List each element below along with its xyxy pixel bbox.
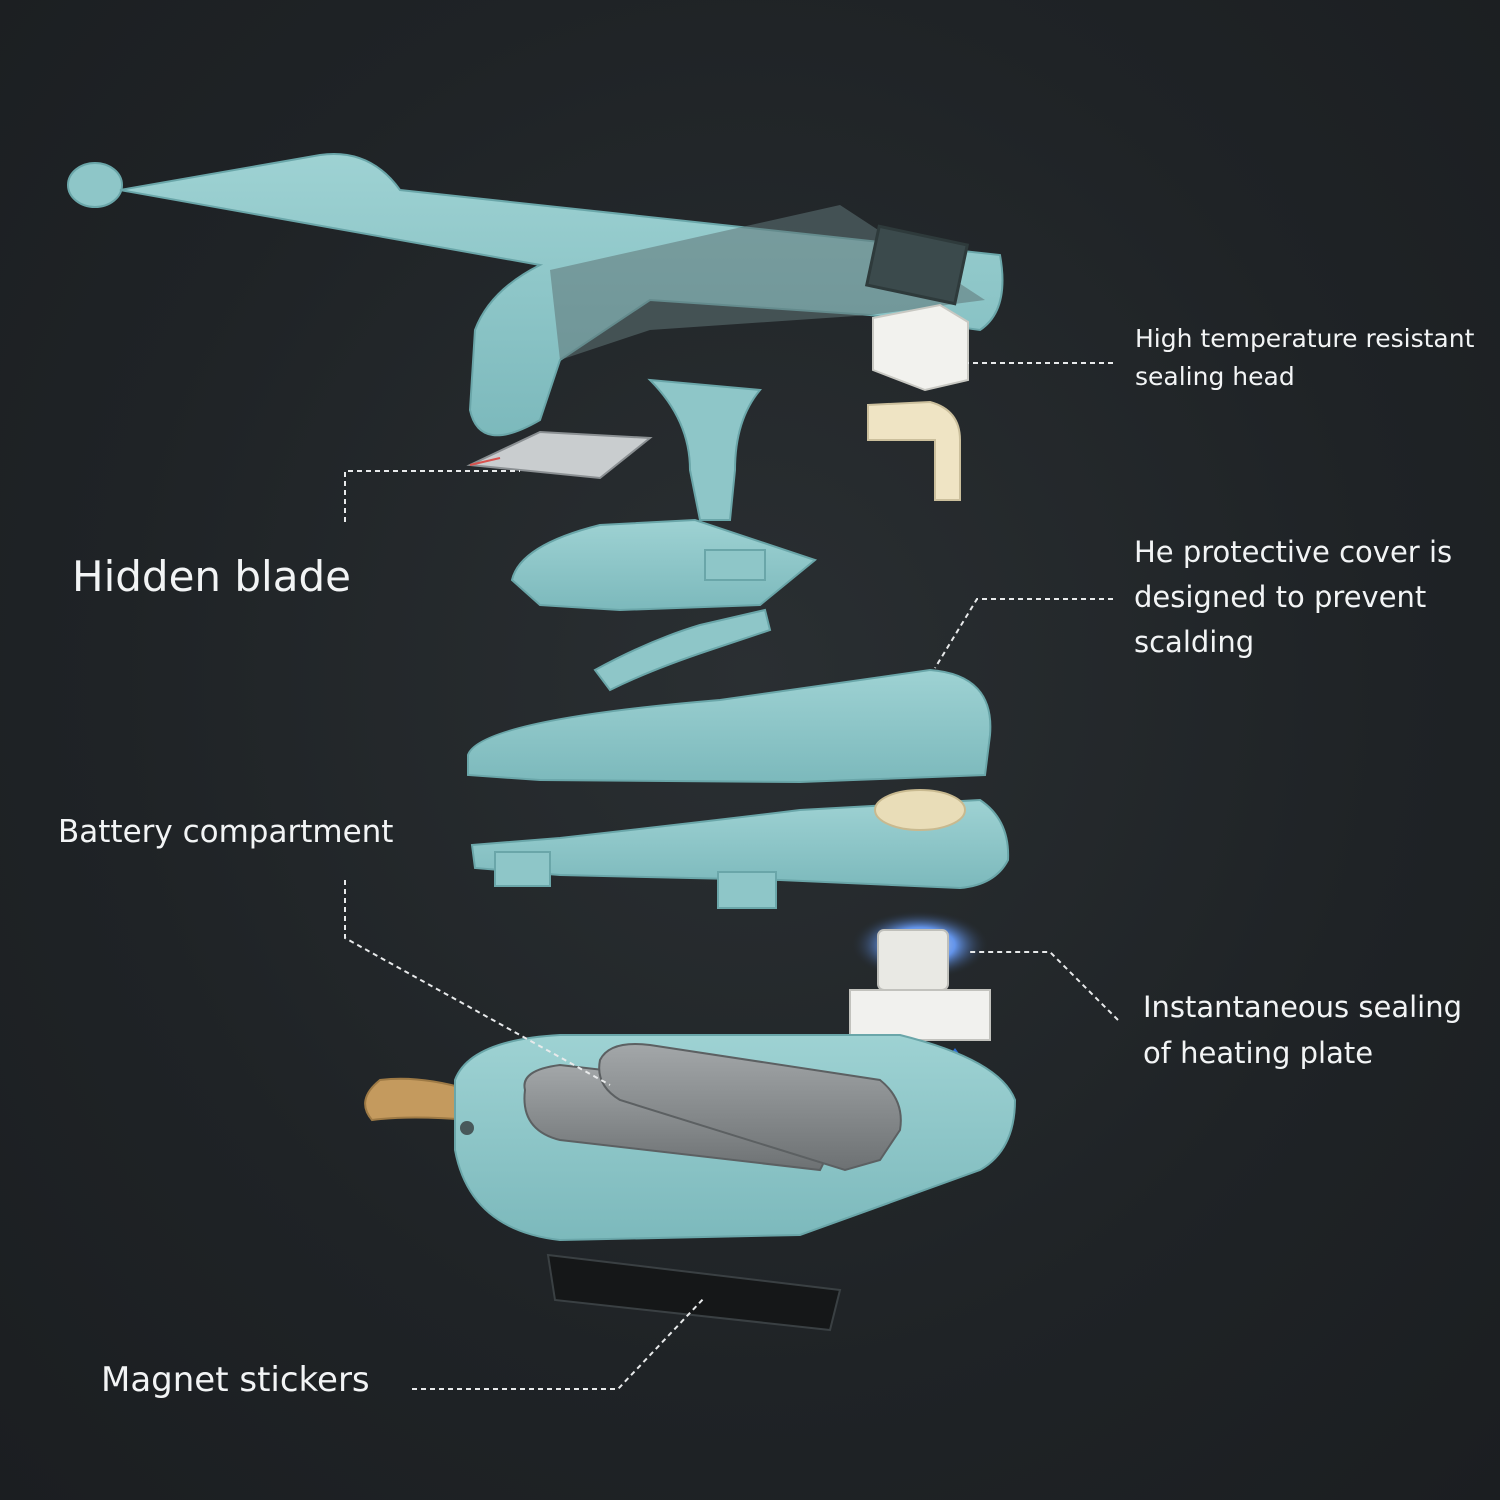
leader-hidden-blade: [344, 470, 520, 522]
label-heating-plate: Instantaneous sealing of heating plate: [1143, 984, 1462, 1076]
label-protective-cover: He protective cover is designed to preve…: [1134, 530, 1452, 665]
battery-lid: [470, 789, 1010, 909]
blade-carrier: [510, 518, 818, 692]
battery-lid-button: [874, 789, 966, 831]
label-battery-compartment: Battery compartment: [58, 814, 393, 850]
leader-battery: [344, 880, 611, 1086]
upper-housing-slot: [864, 224, 970, 306]
label-hidden-blade-text: Hidden blade: [72, 552, 351, 601]
strap: [364, 1077, 471, 1122]
label-sealing-head-line-1: High temperature resistant: [1135, 324, 1475, 353]
label-protective-cover-line-1: He protective cover is: [1134, 535, 1453, 569]
blade-carrier-clip: [704, 549, 766, 581]
upper-housing-neck: [647, 378, 762, 521]
upper-housing: [67, 153, 1004, 521]
sealing-head-tape: [867, 400, 961, 501]
label-heating-plate-line-2: of heating plate: [1143, 1036, 1374, 1070]
housing-hinge: [460, 1121, 474, 1135]
magnet-sticker: [546, 1253, 842, 1332]
label-magnet-stickers: Magnet stickers: [101, 1360, 370, 1400]
sealing-head-parts: [867, 303, 969, 501]
heating-base: [849, 989, 991, 1041]
label-heating-plate-line-1: Instantaneous sealing: [1143, 990, 1462, 1024]
blade-carrier-plate: [510, 518, 818, 612]
label-magnet-stickers-text: Magnet stickers: [101, 1360, 370, 1400]
battery-right: [598, 1043, 902, 1172]
label-protective-cover-line-3: scalding: [1134, 625, 1255, 659]
protective-cover: [467, 668, 992, 784]
label-battery-compartment-text: Battery compartment: [58, 814, 394, 850]
bottom-housing: [364, 1034, 1017, 1332]
top-knob: [67, 162, 123, 208]
heating-element: [849, 910, 991, 1128]
leader-protective-cover: [934, 598, 1113, 669]
leader-magnet: [412, 1296, 706, 1390]
battery-lid-tab-left: [494, 851, 551, 887]
battery-lid-body: [470, 798, 1010, 890]
label-sealing-head-line-2: sealing head: [1135, 362, 1295, 391]
heating-head: [877, 929, 949, 991]
battery-lid-tab-right: [717, 871, 777, 909]
blade-carrier-hook: [593, 608, 772, 692]
label-sealing-head: High temperature resistant sealing head: [1135, 320, 1474, 396]
label-hidden-blade: Hidden blade: [72, 552, 351, 601]
label-protective-cover-line-2: designed to prevent: [1134, 580, 1427, 614]
hidden-blade: [466, 430, 653, 480]
sealing-head-block: [872, 303, 969, 392]
blade-edge: [469, 457, 501, 466]
